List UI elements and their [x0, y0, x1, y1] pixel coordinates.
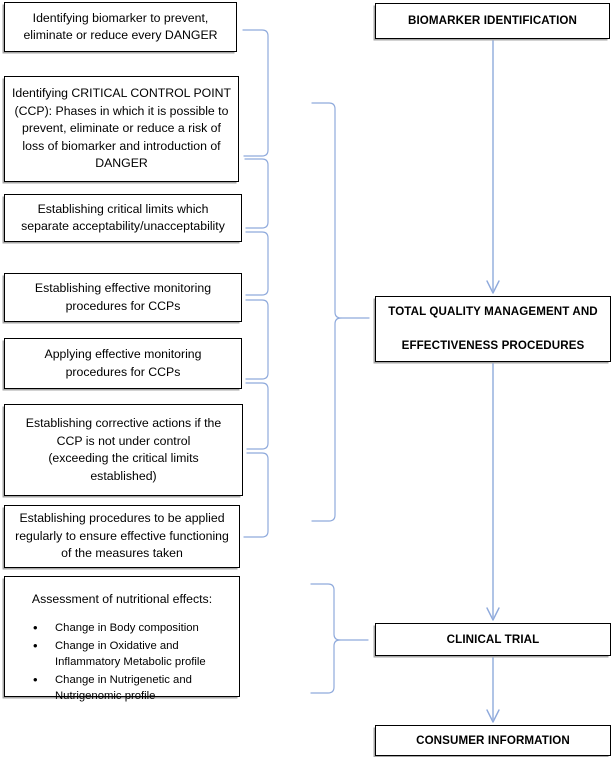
outcome-box-clinical-trial: CLINICAL TRIAL: [375, 623, 611, 656]
box-line: prevent, eliminate or reduce a risk of: [22, 121, 221, 136]
box-line: BIOMARKER IDENTIFICATION: [408, 14, 577, 27]
process-box-identifying-biomarker: Identifying biomarker to prevent, elimin…: [4, 2, 237, 52]
box-line: Establishing procedures to be applied: [19, 511, 225, 526]
box-line: regularly to ensure effective functionin…: [15, 528, 229, 543]
box-line: CONSUMER INFORMATION: [416, 733, 570, 747]
box-line: Establishing corrective actions if the: [25, 416, 222, 430]
bullet-icon: •: [33, 620, 38, 635]
list-item-line: Change in Oxidative and: [55, 639, 179, 652]
pair-bracket-6: [243, 452, 269, 538]
process-box-critical-limits: Establishing critical limits which separ…: [4, 194, 242, 242]
box-line: of the measures taken: [61, 546, 183, 561]
box-line: Identifying CRITICAL CONTROL POINT: [11, 86, 232, 101]
outcome-box-total-quality-management: TOTAL QUALITY MANAGEMENT AND EFFECTIVENE…: [375, 296, 611, 362]
arrow-head-down: [486, 607, 500, 621]
box-line: Establishing critical limits which: [37, 201, 209, 216]
arrow-head-down: [486, 280, 500, 294]
list-item-line: Nutrigenomic profile: [55, 690, 156, 702]
box-line: separate acceptability/unacceptability: [21, 219, 225, 233]
pair-bracket-3: [245, 231, 269, 296]
box-line: established): [90, 468, 157, 483]
box-line: Identifying biomarker to prevent,: [32, 10, 209, 25]
box-line: EFFECTIVENESS PROCEDURES: [401, 339, 585, 352]
pair-bracket-4: [245, 299, 269, 380]
list-item-line: Change in Nutrigenetic and: [55, 673, 192, 686]
process-box-applying-monitoring: Applying effective monitoring procedures…: [4, 338, 242, 389]
list-item-line: Inflammatory Metabolic profile: [55, 656, 206, 668]
box-line: Applying effective monitoring: [44, 347, 202, 361]
arrow-head-down: [486, 709, 500, 723]
box-line: Establishing effective monitoring: [34, 281, 212, 295]
process-box-corrective-actions: Establishing corrective actions if the C…: [4, 404, 243, 496]
process-box-identifying-ccp: Identifying CRITICAL CONTROL POINT (CCP)…: [4, 76, 239, 182]
list-item: • Change in Body composition: [33, 620, 233, 637]
box-line: eliminate or reduce every DANGER: [23, 28, 218, 42]
box-line: procedures for CCPs: [65, 364, 181, 379]
assessment-title: Assessment of nutritional effects:: [31, 592, 213, 606]
bullet-icon: •: [33, 637, 38, 653]
list-item-line: Change in Body composition: [55, 622, 199, 634]
process-box-verification-procedures: Establishing procedures to be applied re…: [4, 505, 240, 568]
list-item: • Change in Oxidative and Inflammatory M…: [33, 638, 233, 671]
outcome-box-consumer-information: CONSUMER INFORMATION: [375, 725, 611, 756]
outcome-box-biomarker-identification: BIOMARKER IDENTIFICATION: [375, 3, 610, 39]
box-line: loss of biomarker and introduction of: [22, 138, 221, 153]
box-line: CCP is not under control: [56, 433, 191, 448]
process-box-establishing-monitoring: Establishing effective monitoring proced…: [4, 273, 242, 322]
process-box-assessment-nutritional-effects: Assessment of nutritional effects: • Cha…: [4, 576, 240, 702]
box-line: CLINICAL TRIAL: [446, 632, 540, 646]
lower-brace: [310, 583, 341, 694]
pair-bracket-1: [242, 29, 269, 157]
box-line: TOTAL QUALITY MANAGEMENT AND: [388, 305, 598, 318]
bullet-icon: •: [33, 671, 38, 687]
assessment-bullet-list: • Change in Body composition • Change in…: [11, 620, 233, 706]
box-line: procedures for CCPs: [65, 298, 181, 313]
pair-bracket-2: [244, 158, 269, 229]
box-line: DANGER: [95, 156, 148, 171]
pair-bracket-5: [245, 382, 269, 450]
box-line: (CCP): Phases in which it is possible to: [14, 103, 229, 118]
main-brace: [311, 102, 342, 522]
list-item: • Change in Nutrigenetic and Nutrigenomi…: [33, 672, 233, 705]
box-line: (exceeding the critical limits: [48, 451, 199, 465]
